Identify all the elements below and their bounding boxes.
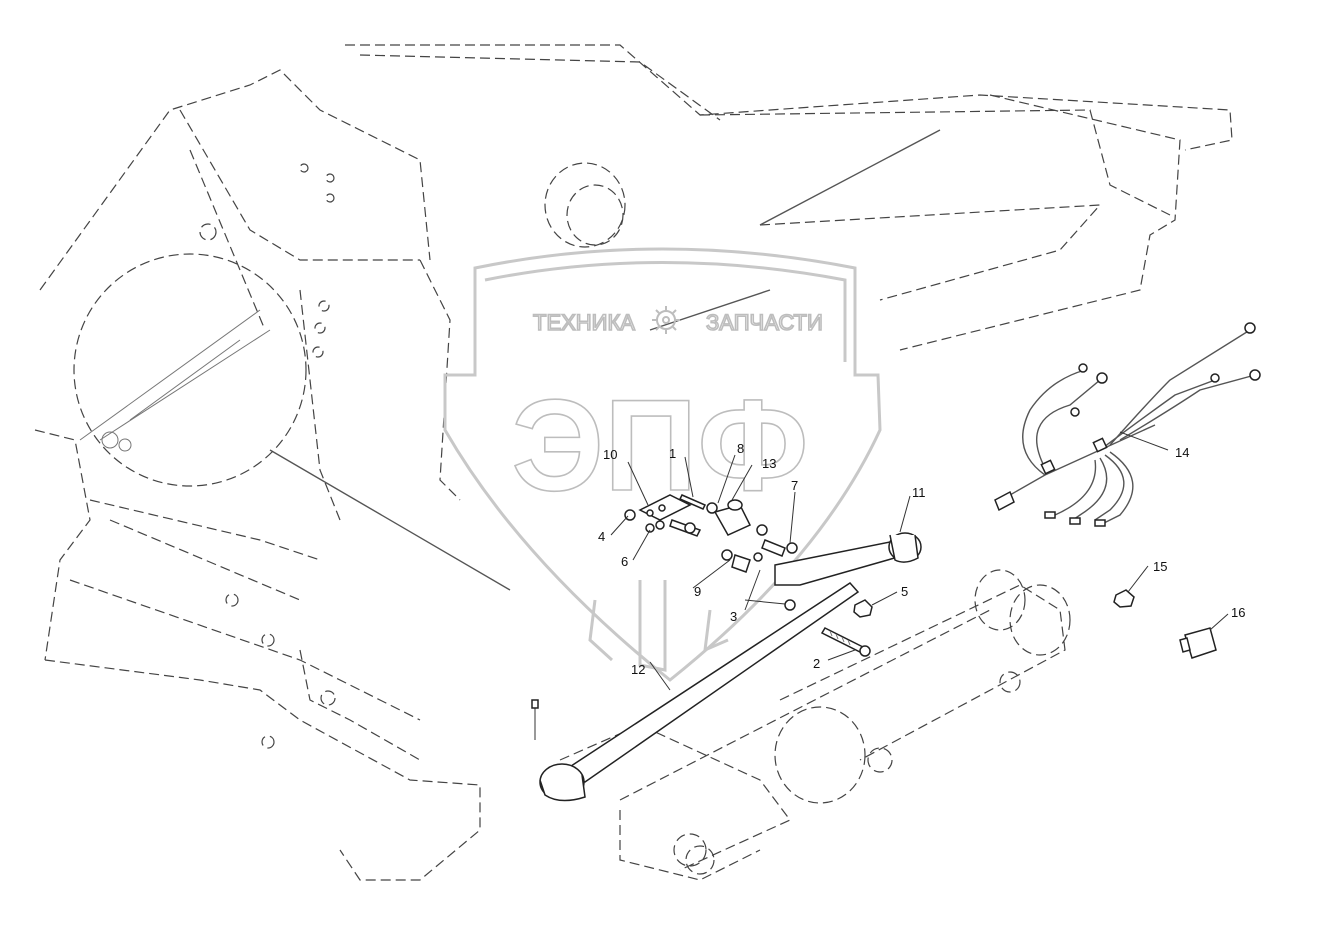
callout-8: 8 [737,441,744,456]
callout-10: 10 [603,447,617,462]
short-arm-part-11 [774,532,922,586]
callout-14: 14 [1175,445,1189,460]
hydraulic-cylinder [559,569,1071,881]
nut-part-15 [1113,589,1135,608]
leader-lines [610,431,1229,691]
callout-5: 5 [901,584,908,599]
callout-9: 9 [694,584,701,599]
wiring-harness-part-14 [994,322,1261,527]
nut-part-5 [853,599,873,618]
callout-1: 1 [669,446,676,461]
callout-15: 15 [1153,559,1167,574]
callout-12: 12 [631,662,645,677]
gear-icon [652,306,680,334]
fitting-part-16 [1179,627,1217,659]
callout-7: 7 [791,478,798,493]
callout-3: 3 [730,609,737,624]
bolt-part-2 [820,627,871,657]
callout-labels: 1 2 3 4 5 6 7 8 9 10 11 12 13 14 15 16 [598,441,1245,677]
machine-frame-outline [34,44,1233,881]
callout-2: 2 [813,656,820,671]
callout-16: 16 [1231,605,1245,620]
watermark-text-right: ЗАПЧАСТИ [706,310,823,335]
callout-13: 13 [762,456,776,471]
callout-6: 6 [621,554,628,569]
callout-4: 4 [598,529,605,544]
watermark-logo-letters: ЭПФ [512,372,809,518]
callout-11: 11 [912,485,926,500]
long-arm-part-12 [531,582,860,802]
watermark-logo: ТЕХНИКА ЗАПЧАСТИ ЭПФ [443,247,882,682]
small-parts-group [624,494,798,611]
watermark-text-left: ТЕХНИКА [533,310,635,335]
